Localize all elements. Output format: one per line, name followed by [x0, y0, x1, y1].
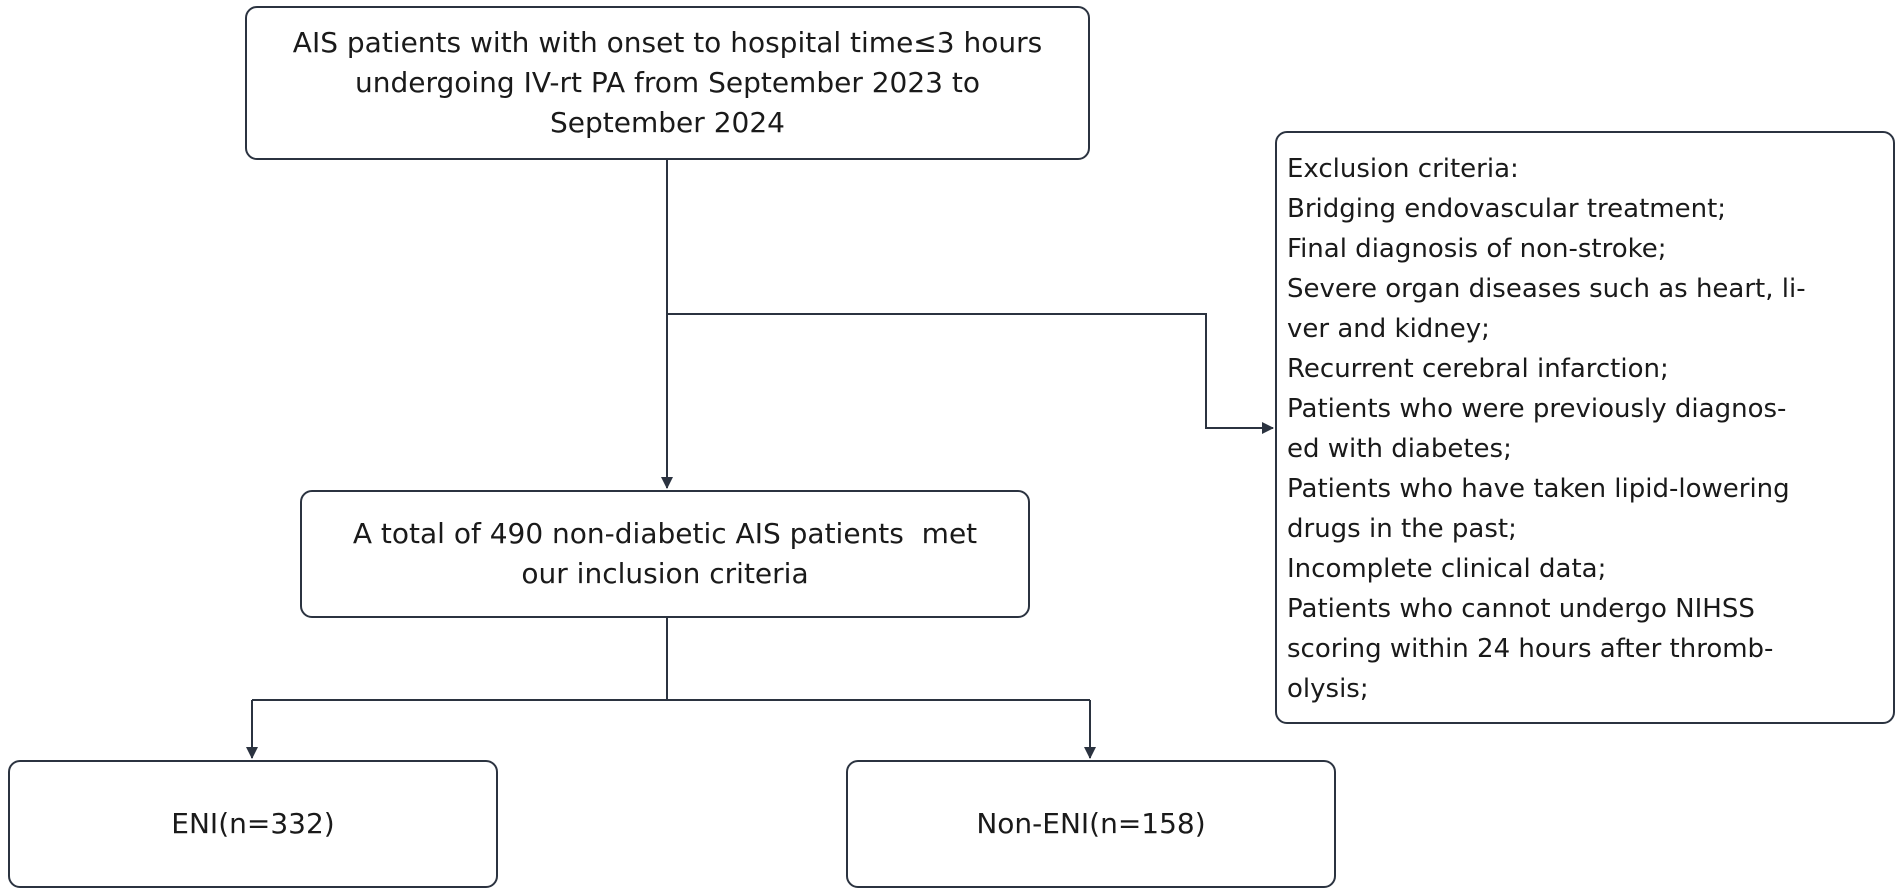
exclusion-line: Severe organ diseases such as heart, li- [1287, 274, 1806, 304]
start-line: September 2024 [550, 106, 785, 139]
exclusion-line: Patients who have taken lipid-lowering [1287, 474, 1790, 504]
non-eni-group-label: Non-ENI(n=158) [976, 807, 1206, 840]
eni-group-box: ENI(n=332) [8, 760, 498, 888]
exclusion-criteria-box: Exclusion criteria: Bridging endovascula… [1275, 131, 1895, 724]
included-patients-text: A total of 490 non-diabetic AIS patients… [343, 514, 987, 594]
start-line: undergoing IV-rt PA from September 2023 … [354, 66, 981, 99]
eni-group-label: ENI(n=332) [171, 807, 335, 840]
arrow-to-exclusion [667, 313, 1274, 434]
start-population-text: AIS patients with with onset to hospital… [283, 23, 1052, 143]
non-eni-group-box: Non-ENI(n=158) [846, 760, 1336, 888]
exclusion-line: Bridging endovascular treatment; [1287, 194, 1727, 224]
exclusion-title: Exclusion criteria: [1287, 154, 1519, 184]
start-population-box: AIS patients with with onset to hospital… [245, 6, 1090, 160]
exclusion-line: Final diagnosis of non-stroke; [1287, 234, 1667, 264]
exclusion-line: Recurrent cerebral infarction; [1287, 354, 1669, 384]
exclusion-line: Patients who were previously diagnos- [1287, 394, 1787, 424]
included-line: A total of 490 non-diabetic AIS patients… [352, 517, 978, 550]
exclusion-line: drugs in the past; [1287, 514, 1517, 544]
included-line: our inclusion criteria [521, 557, 809, 590]
exclusion-line: ed with diabetes; [1287, 434, 1512, 464]
exclusion-line: ver and kidney; [1287, 314, 1490, 344]
exclusion-line: scoring within 24 hours after thromb- [1287, 634, 1774, 664]
exclusion-line: Patients who cannot undergo NIHSS [1287, 594, 1755, 624]
exclusion-line: Incomplete clinical data; [1287, 554, 1607, 584]
included-patients-box: A total of 490 non-diabetic AIS patients… [300, 490, 1030, 618]
start-line: AIS patients with with onset to hospital… [292, 26, 1043, 59]
exclusion-line: olysis; [1287, 674, 1369, 704]
